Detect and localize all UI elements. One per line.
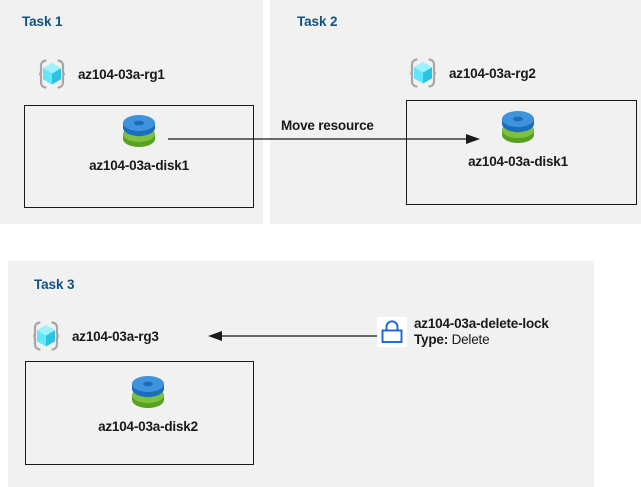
resource-group-icon: [39, 59, 65, 89]
panel-task-3: Task 3 az104-03a-disk2: [8, 261, 594, 487]
lock-name: az104-03a-delete-lock: [414, 316, 549, 331]
resource-group-label: az104-03a-rg2: [449, 65, 536, 81]
lock-type-row: Type: Delete: [414, 331, 549, 348]
panel-task-2: Task 2 az104-03a-rg2: [270, 0, 641, 224]
resource-group-task-3: az104-03a-rg3: [28, 318, 159, 354]
disk-icon: [123, 115, 155, 147]
resource-box-task-2: [406, 100, 637, 205]
disk-icon: [132, 376, 164, 408]
resource-group-icon: [33, 321, 59, 351]
disk-label: az104-03a-disk2: [98, 419, 198, 434]
resource-disk-task-1: az104-03a-disk1: [71, 113, 207, 173]
resource-disk-task-2: az104-03a-disk1: [450, 109, 586, 169]
lock-text-block: az104-03a-delete-lock Type: Delete: [414, 316, 549, 348]
arrow-label-move-resource: Move resource: [281, 118, 374, 133]
resource-box-task-1: [24, 105, 254, 208]
panel-title-task-2: Task 2: [297, 14, 338, 29]
panel-task-1: Task 1 az104-03a-rg1: [0, 0, 263, 224]
resource-group-label: az104-03a-rg3: [72, 328, 159, 344]
resource-disk-task-3: az104-03a-disk2: [80, 374, 216, 434]
delete-lock-block: az104-03a-delete-lock Type: Delete: [377, 316, 549, 348]
disk-label: az104-03a-disk1: [468, 154, 568, 169]
panel-title-task-1: Task 1: [22, 14, 63, 29]
resource-group-icon: [410, 58, 436, 88]
arrow-lock-to-rg3: [208, 331, 380, 341]
lock-type-value: Delete: [451, 331, 490, 347]
resource-group-label: az104-03a-rg1: [78, 66, 165, 82]
panel-title-task-3: Task 3: [34, 277, 75, 292]
disk-icon: [502, 111, 534, 143]
disk-label: az104-03a-disk1: [89, 158, 189, 173]
resource-box-task-3: [25, 361, 254, 465]
resource-group-task-2: az104-03a-rg2: [405, 55, 536, 91]
resource-group-task-1: az104-03a-rg1: [34, 56, 165, 92]
arrow-move-resource: [168, 134, 480, 144]
lock-type-key: Type:: [414, 331, 449, 347]
lock-icon: [377, 317, 407, 347]
